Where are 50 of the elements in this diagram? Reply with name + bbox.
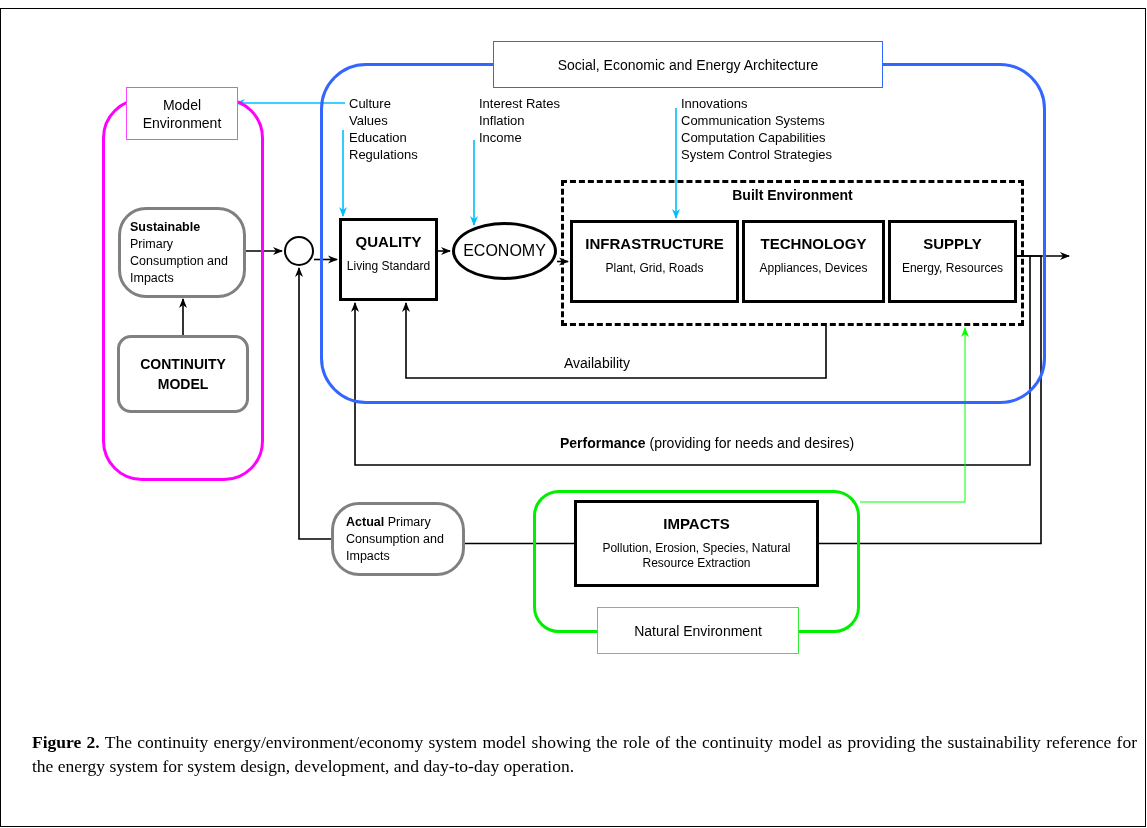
process-box <box>570 220 739 303</box>
factor-text: Innovations <box>681 95 748 112</box>
factor-text: Communication Systems <box>681 112 825 129</box>
node-title: TECHNOLOGY <box>760 235 867 253</box>
process-box <box>742 220 885 303</box>
node-subtitle: Energy, Resources <box>901 261 1004 276</box>
rounded-box <box>331 502 465 576</box>
node-title: INFRASTRUCTURE <box>585 235 724 253</box>
connector-arrow <box>437 247 451 255</box>
group-heading: Social, Economic and Energy Architecture <box>493 41 883 88</box>
figure-caption: Figure 2. The continuity energy/environment/economy system model showing the role of the continuity model as providing the sustainability reference for the energy system for system design, development, and day-to-day operation. <box>32 731 1137 778</box>
node-title: QUALITY <box>355 233 422 251</box>
factor-text: Culture <box>349 95 391 112</box>
connector-arrow <box>402 302 827 379</box>
process-box <box>339 218 438 301</box>
factor-text: Interest Rates <box>479 95 560 112</box>
connector-arrow <box>556 257 569 266</box>
node-text: Actual Primary Consumption and Impacts <box>346 513 445 565</box>
rounded-box <box>117 335 249 413</box>
process-box <box>888 220 1017 303</box>
connector-arrow <box>313 255 338 264</box>
factor-text: Computation Capabilities <box>681 129 826 146</box>
factor-text: Education <box>349 129 407 146</box>
node-subtitle: Appliances, Devices <box>759 261 868 276</box>
node-title: ECONOMY <box>463 241 546 261</box>
connector-arrow <box>245 247 283 255</box>
node-subtitle: Pollution, Erosion, Species, Natural Resource Extraction <box>601 541 792 571</box>
node-subtitle: Living Standard <box>346 259 431 274</box>
node-text: CONTINUITY MODEL <box>139 355 227 394</box>
connector-arrow <box>351 255 1031 466</box>
group-heading: Natural Environment <box>597 607 799 654</box>
factor-text: System Control Strategies <box>681 146 832 163</box>
factor-text: Inflation <box>479 112 525 129</box>
connector-arrow <box>295 267 332 540</box>
group-heading: Built Environment <box>731 186 854 205</box>
node-title: SUPPLY <box>923 235 982 253</box>
node-title: IMPACTS <box>663 515 730 533</box>
factor-text: Values <box>349 112 388 129</box>
factor-text: Regulations <box>349 146 418 163</box>
rounded-box <box>118 207 246 298</box>
process-box <box>574 500 819 587</box>
connector-arrow <box>339 129 347 217</box>
dashed-group <box>561 180 1024 326</box>
connector-arrow <box>859 327 969 503</box>
node-text: Sustainable Primary Consumption and Impacts <box>130 218 229 287</box>
connector-arrow <box>672 107 680 219</box>
connector-arrow <box>179 298 187 336</box>
factor-text: Income <box>479 129 522 146</box>
node-subtitle: Plant, Grid, Roads <box>605 261 704 276</box>
group-heading: Model Environment <box>126 87 238 140</box>
